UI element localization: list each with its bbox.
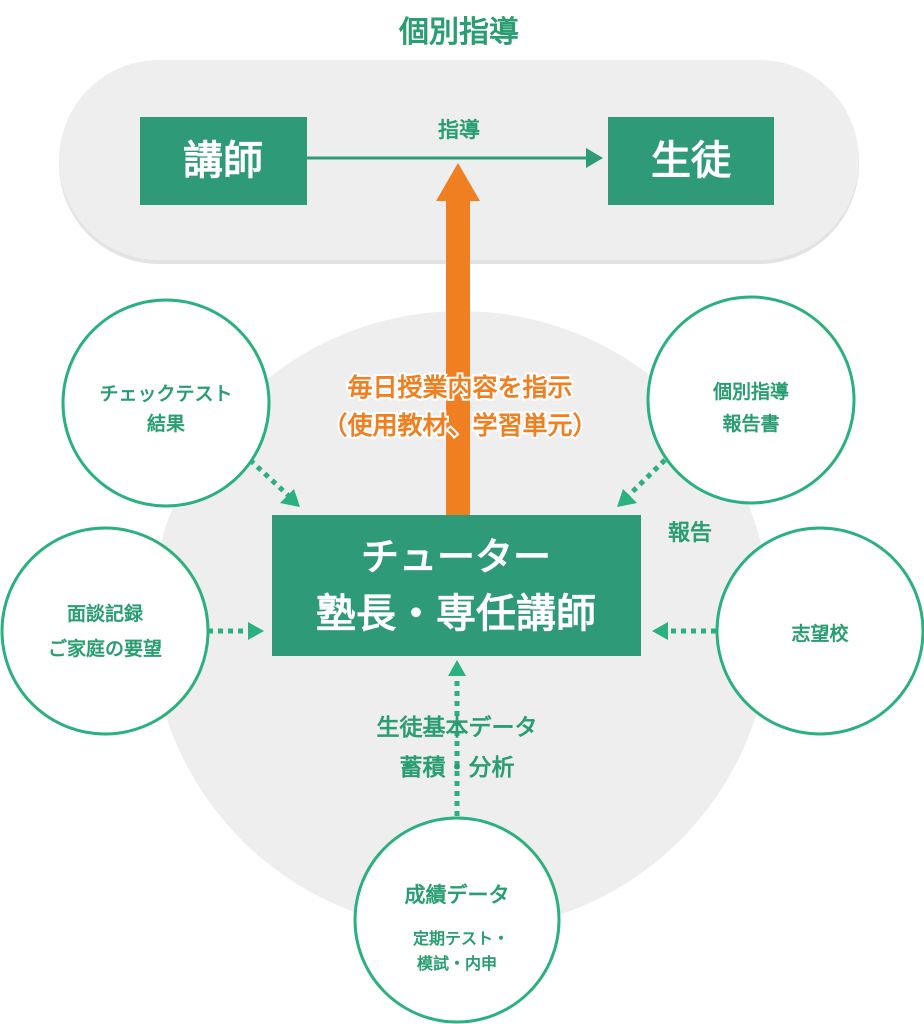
report-doc-line1: 個別指導 xyxy=(712,380,789,403)
instruction-arrow-shaft xyxy=(446,198,470,516)
diagram-title: 個別指導 xyxy=(398,15,519,50)
interview-circle xyxy=(0,526,210,736)
student-label: 生徒 xyxy=(651,138,732,184)
interview-line2: ご家庭の要望 xyxy=(48,637,162,660)
guidance-label: 指導 xyxy=(438,118,480,142)
report-label: 報告 xyxy=(668,520,712,546)
report-doc-line2: 報告書 xyxy=(722,412,779,435)
instruction-line1: 毎日授業内容を指示 xyxy=(347,373,572,402)
grades-line1: 成績データ xyxy=(405,883,510,907)
basic-data-line2: 蓄積・分析 xyxy=(400,755,515,781)
grades-line3: 模試・内申 xyxy=(417,954,497,973)
interview-line1: 面談記録 xyxy=(67,602,144,625)
target-school-label: 志望校 xyxy=(791,622,849,645)
tutor-line2: 塾長・専任講師 xyxy=(316,591,596,637)
check-test-line2: 結果 xyxy=(147,412,185,435)
instruction-line2: （使用教材、学習単元） xyxy=(322,411,597,440)
report-doc-circle xyxy=(646,295,856,505)
check-test-line1: チェックテスト xyxy=(99,383,232,405)
tutor-box xyxy=(272,515,641,656)
teacher-label: 講師 xyxy=(183,138,263,184)
tutor-line1: チューター xyxy=(361,535,551,579)
report-arrow xyxy=(625,458,667,499)
student-box xyxy=(608,117,774,205)
check-test-circle xyxy=(61,298,271,508)
grades-line2: 定期テスト・ xyxy=(412,929,509,948)
basic-data-line1: 生徒基本データ xyxy=(377,714,538,741)
target-school-circle xyxy=(715,526,924,736)
grades-circle xyxy=(353,816,561,1024)
instruction-arrow-head xyxy=(436,163,480,201)
guidance-arrow-head xyxy=(586,148,603,168)
teacher-box xyxy=(140,117,307,205)
